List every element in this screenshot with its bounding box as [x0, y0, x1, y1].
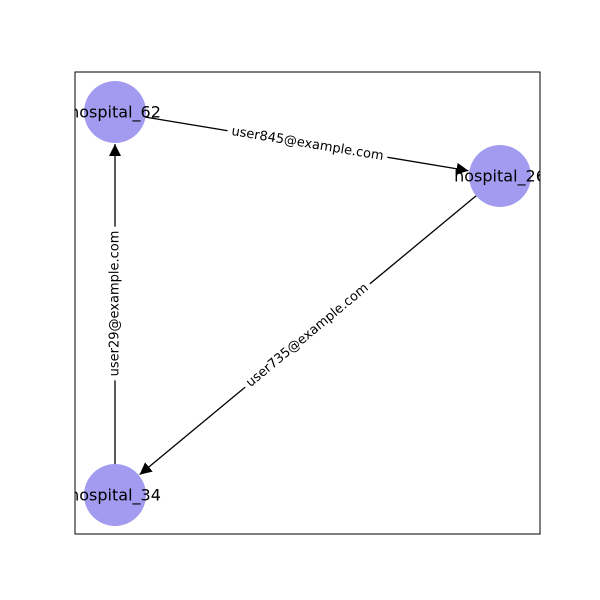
edge-label-background — [239, 277, 376, 394]
edges-layer: user845@example.com user735@example.com us… — [106, 116, 477, 476]
edge-label-group: user735@example.com — [239, 277, 376, 394]
node-hospital_62 — [84, 81, 146, 143]
node-label: hospital_62 — [69, 103, 161, 123]
node-hospital_34 — [84, 464, 146, 526]
edge-label-group: user845@example.com — [226, 122, 389, 166]
edge-label-group: user29@example.com — [106, 226, 124, 381]
edge-label: user735@example.com — [243, 281, 371, 391]
edge-label: user845@example.com — [230, 124, 384, 164]
edge-label: user29@example.com — [108, 231, 123, 377]
edge-label-background — [226, 122, 389, 166]
node-label: hospital_26 — [454, 167, 546, 187]
node-hospital_26 — [469, 145, 531, 207]
node-label: hospital_34 — [69, 486, 161, 506]
nodes-layer: hospital_62 hospital_26 hospital_34 — [69, 81, 546, 526]
edge-label-background — [106, 226, 124, 381]
plot-frame — [74, 71, 541, 535]
